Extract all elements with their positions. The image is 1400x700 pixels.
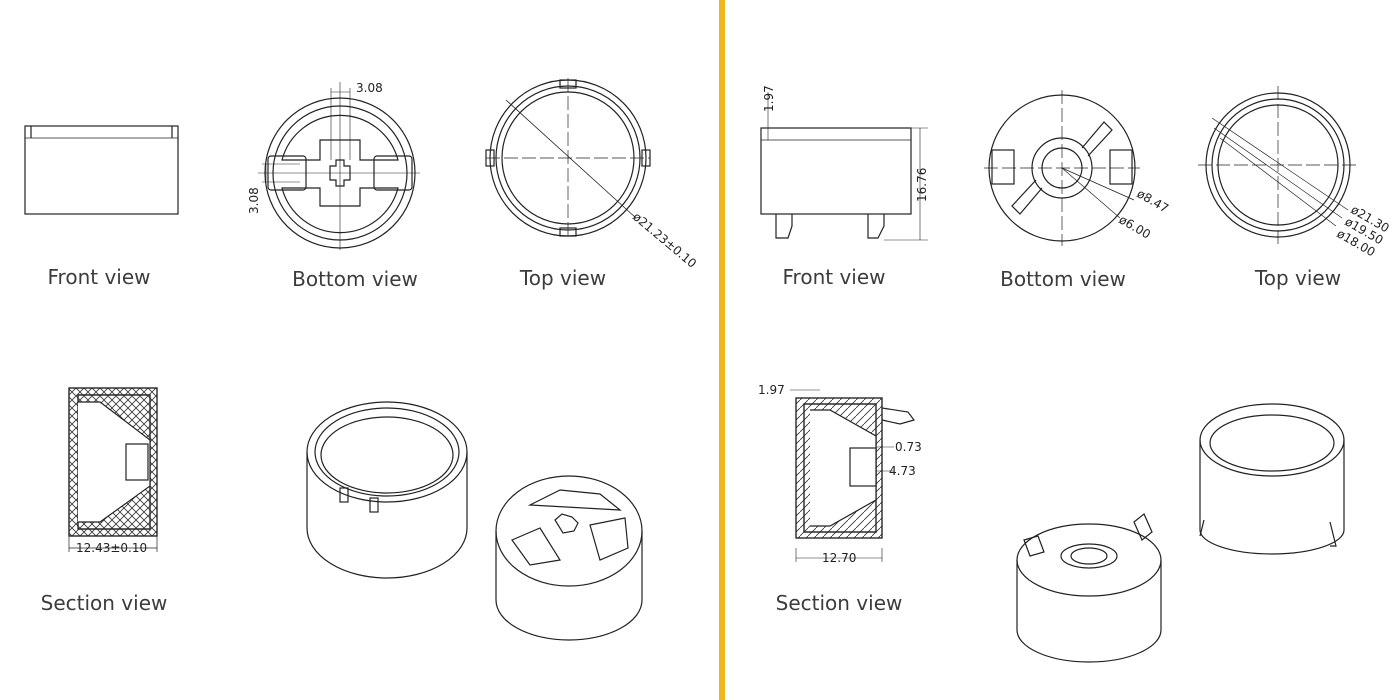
right-bottom-view-caption: Bottom view <box>1000 267 1126 291</box>
left-bottom-view-drawing <box>258 82 420 250</box>
right-bottom-dim-outer: ø8.47 <box>1135 186 1171 215</box>
left-bottom-view-caption: Bottom view <box>292 267 418 291</box>
left-iso-view-top <box>306 401 468 579</box>
right-section-view-caption: Section view <box>775 591 903 615</box>
right-section-dim-top: 1.97 <box>758 383 785 397</box>
left-section-dim-width: 12.43±0.10 <box>76 541 147 555</box>
right-bottom-view-drawing <box>984 90 1140 246</box>
right-iso-view-bottom <box>1016 513 1162 663</box>
right-top-view-drawing <box>1198 86 1358 244</box>
panel-divider <box>719 0 725 700</box>
left-top-view-drawing <box>485 78 651 238</box>
right-section-dim-width: 12.70 <box>822 551 856 565</box>
right-front-dim-top: 1.97 <box>762 85 776 112</box>
right-front-view-caption: Front view <box>782 265 886 289</box>
left-front-view-caption: Front view <box>47 265 151 289</box>
left-iso-view-bottom <box>495 475 643 641</box>
right-section-dim-a: 0.73 <box>895 440 922 454</box>
right-bottom-dim-inner: ø6.00 <box>1117 212 1153 241</box>
right-front-dim-height: 16.76 <box>915 168 929 202</box>
left-front-view-drawing <box>24 125 179 215</box>
right-top-view-caption: Top view <box>1254 266 1342 290</box>
left-bottom-dim-left: 3.08 <box>247 187 261 214</box>
right-section-view-drawing <box>790 389 916 562</box>
left-top-view-caption: Top view <box>519 266 607 290</box>
right-iso-view-top <box>1199 403 1345 555</box>
left-top-dim-diameter: ø21.23±0.10 <box>630 210 699 271</box>
right-front-view-drawing <box>760 92 928 241</box>
left-bottom-dim-top: 3.08 <box>356 81 383 95</box>
left-section-view-caption: Section view <box>40 591 168 615</box>
left-section-view-drawing <box>68 387 158 552</box>
right-section-dim-b: 4.73 <box>889 464 916 478</box>
